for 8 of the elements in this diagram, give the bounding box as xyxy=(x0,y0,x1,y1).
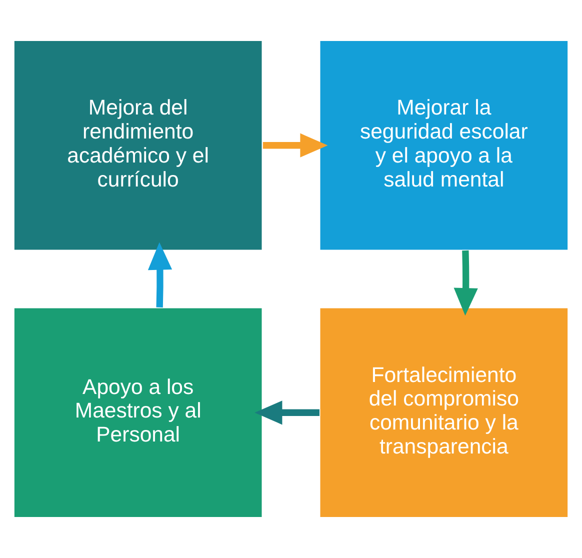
arrow xyxy=(454,250,478,316)
node-box: Apoyo a los Maestros y al Personal xyxy=(13,306,264,518)
arrow xyxy=(254,400,320,425)
node-box: Mejorar la seguridad escolar y el apoyo a la salud mental xyxy=(318,40,569,252)
node-box: Mejora del rendimiento académico y el currículo xyxy=(13,40,264,252)
arrow xyxy=(262,133,328,158)
node-box: Fortalecimiento del compromiso comunitario y la transparencia xyxy=(318,306,569,518)
arrow xyxy=(148,242,172,308)
